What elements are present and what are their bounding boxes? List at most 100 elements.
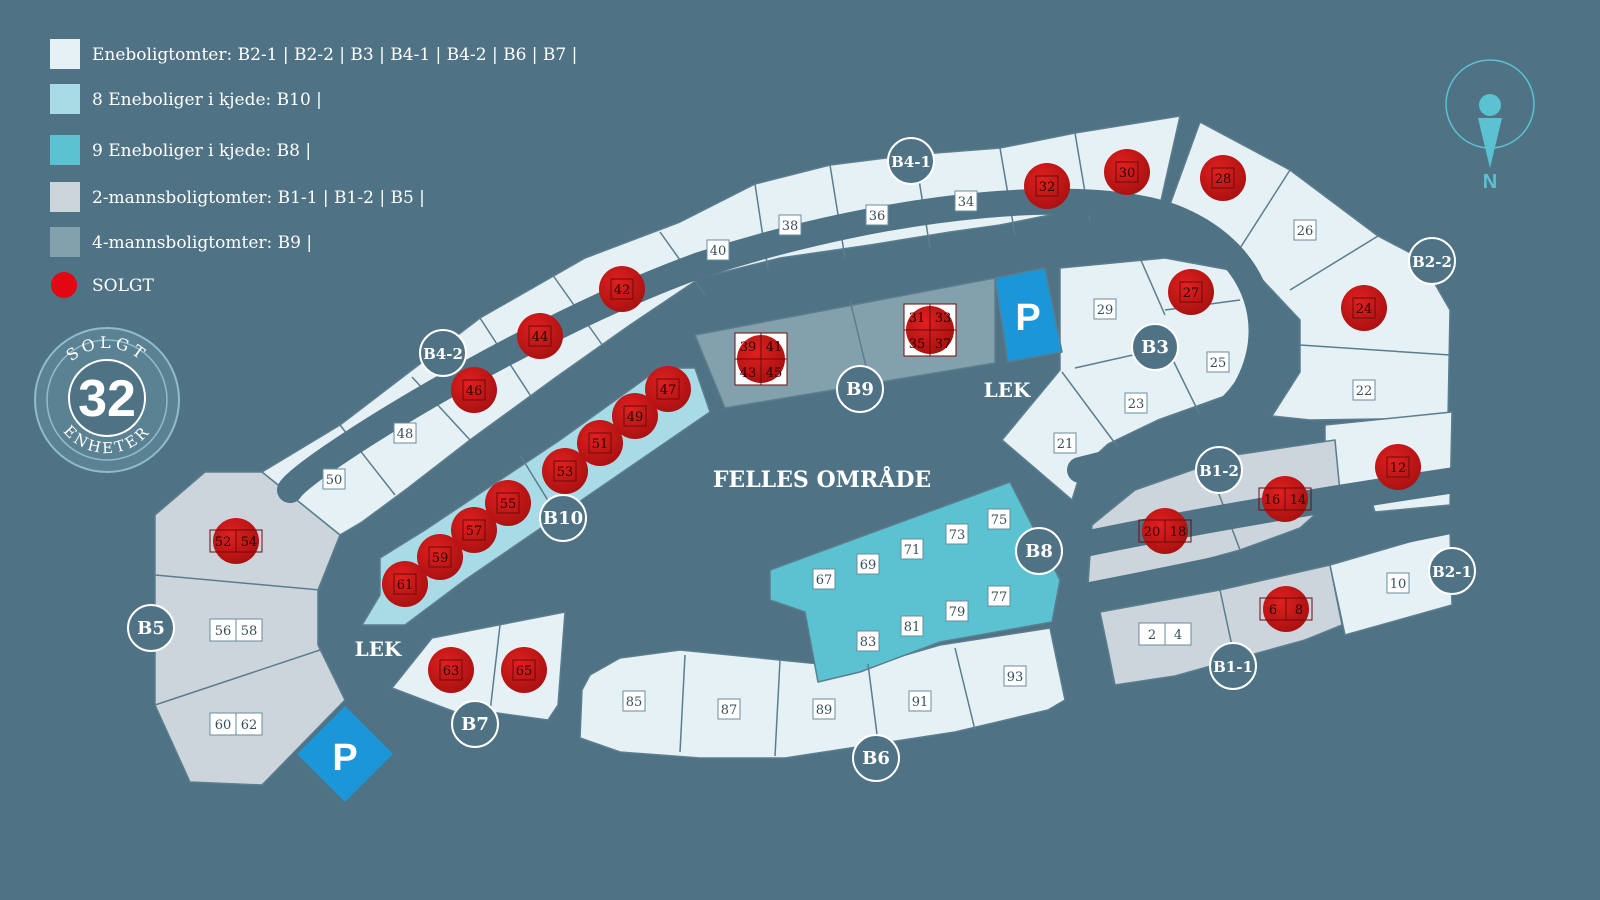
plot-61[interactable]: 61 [382, 561, 428, 607]
plot-21[interactable]: 21 [1053, 432, 1077, 454]
plot-91[interactable]: 91 [908, 690, 932, 712]
plot-number: 36 [869, 209, 886, 224]
plot-51[interactable]: 51 [577, 420, 623, 466]
plot-40[interactable]: 40 [706, 239, 730, 261]
plot-22[interactable]: 22 [1352, 379, 1376, 401]
field-badge-b2-1[interactable]: B2-1 [1428, 547, 1476, 595]
field-badge-b1-1[interactable]: B1-1 [1209, 642, 1257, 690]
sold-marker-icon [645, 366, 691, 412]
plot-number: 56 [215, 624, 232, 639]
field-badge-label: B4-2 [423, 345, 463, 363]
plot-number: 91 [912, 695, 929, 710]
plot-27[interactable]: 27 [1168, 269, 1214, 315]
plot-75[interactable]: 75 [987, 508, 1011, 530]
plot-number-box [865, 204, 889, 226]
field-badge-circle [836, 365, 884, 413]
plot-47[interactable]: 47 [645, 366, 691, 412]
plot-number: 51 [592, 437, 609, 452]
plot-23[interactable]: 23 [1124, 392, 1148, 414]
plot-34[interactable]: 34 [954, 190, 978, 212]
plot-10[interactable]: 10 [1386, 572, 1410, 594]
plot-89[interactable]: 89 [812, 698, 836, 720]
plot-36[interactable]: 36 [865, 204, 889, 226]
plot-29[interactable]: 29 [1093, 298, 1117, 320]
plot-28[interactable]: 28 [1200, 155, 1246, 201]
field-badge-b10[interactable]: B10 [539, 494, 587, 542]
plot-number: 69 [860, 558, 877, 573]
plot-48[interactable]: 48 [393, 422, 417, 444]
field-badge-label: B8 [1025, 541, 1053, 562]
plot-71[interactable]: 71 [900, 538, 924, 560]
field-badge-b4-1[interactable]: B4-1 [887, 137, 935, 185]
legend-label: Eneboligtomter: B2-1 | B2-2 | B3 | B4-1 … [92, 45, 577, 65]
plot-55[interactable]: 55 [485, 480, 531, 526]
field-badge-b1-2[interactable]: B1-2 [1195, 446, 1243, 494]
field-badge-b2-2[interactable]: B2-2 [1408, 237, 1456, 285]
plot-69[interactable]: 69 [856, 553, 880, 575]
plot-73[interactable]: 73 [945, 523, 969, 545]
plot-49[interactable]: 49 [612, 393, 658, 439]
field-badge-circle [1408, 237, 1456, 285]
plot-53[interactable]: 53 [542, 448, 588, 494]
legend-swatch [50, 39, 80, 69]
plot-79[interactable]: 79 [945, 600, 969, 622]
field-badge-b9[interactable]: B9 [836, 365, 884, 413]
plot-number: 10 [1390, 577, 1407, 592]
plot-number-box [1164, 622, 1192, 646]
plot-32[interactable]: 32 [1024, 163, 1070, 209]
plot-25[interactable]: 25 [1206, 351, 1230, 373]
svg-text:N: N [1483, 171, 1497, 193]
plot-12[interactable]: 12 [1375, 444, 1421, 490]
plot-77[interactable]: 77 [987, 585, 1011, 607]
plot-50[interactable]: 50 [322, 468, 346, 490]
plot-42[interactable]: 42 [599, 266, 645, 312]
sold-marker-icon [382, 561, 428, 607]
plot-number: 16 [1264, 493, 1281, 508]
plot-26[interactable]: 26 [1293, 219, 1317, 241]
plot-83[interactable]: 83 [856, 630, 880, 652]
plot-number: 39 [740, 340, 757, 355]
sold-marker-icon [542, 448, 588, 494]
plot-24[interactable]: 24 [1341, 285, 1387, 331]
plot-38[interactable]: 38 [778, 214, 802, 236]
plot-63[interactable]: 63 [428, 647, 474, 693]
plot-number-box [945, 523, 969, 545]
sold-marker-icon [577, 420, 623, 466]
plot-30[interactable]: 30 [1104, 149, 1150, 195]
plot-number: 52 [215, 535, 232, 550]
field-badge-b8[interactable]: B8 [1015, 527, 1063, 575]
plot-57[interactable]: 57 [451, 507, 497, 553]
plot-93[interactable]: 93 [1003, 665, 1027, 687]
field-badge-label: B4-1 [891, 153, 931, 171]
field-badge-b5[interactable]: B5 [127, 604, 175, 652]
plot-59[interactable]: 59 [417, 534, 463, 580]
field-badge-b4-2[interactable]: B4-2 [419, 329, 467, 377]
plot-number-box [760, 358, 788, 386]
sold-marker-icon [417, 534, 463, 580]
plot-number: 71 [904, 543, 921, 558]
plot-81[interactable]: 81 [900, 615, 924, 637]
plot-46[interactable]: 46 [451, 367, 497, 413]
field-badge-b3[interactable]: B3 [1131, 323, 1179, 371]
plot-65[interactable]: 65 [501, 647, 547, 693]
plot-85[interactable]: 85 [622, 690, 646, 712]
plot-number: 25 [1210, 356, 1227, 371]
legend-item-kjede_b8: 9 Eneboliger i kjede: B8 | [50, 135, 311, 165]
plot-67[interactable]: 67 [812, 568, 836, 590]
sold-marker-icon [451, 367, 497, 413]
plot-number: 14 [1290, 493, 1307, 508]
legend-item-enebolig: Eneboligtomter: B2-1 | B2-2 | B3 | B4-1 … [50, 39, 577, 69]
plot-44[interactable]: 44 [517, 313, 563, 359]
field-badge-b6[interactable]: B6 [852, 734, 900, 782]
field-badge-b7[interactable]: B7 [451, 700, 499, 748]
plot-87[interactable]: 87 [717, 698, 741, 720]
